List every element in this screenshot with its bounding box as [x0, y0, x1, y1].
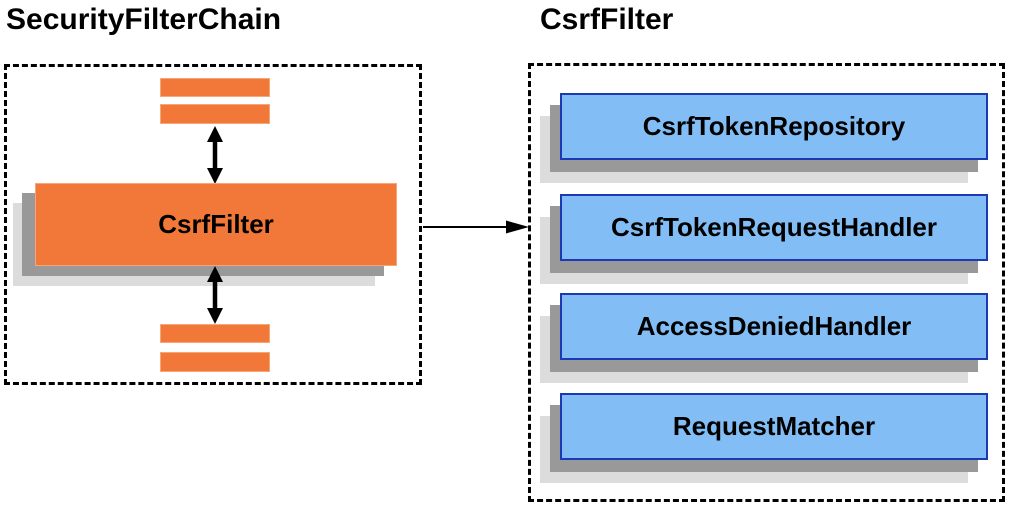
csrf-filter-container: [528, 63, 1005, 502]
component-card-label: CsrfTokenRepository: [642, 111, 906, 141]
component-card-group: CsrfTokenRequestHandler: [540, 194, 988, 284]
component-card-label: CsrfTokenRequestHandler: [610, 212, 938, 242]
component-card: AccessDeniedHandler: [560, 293, 988, 360]
flow-arrow-icon: [423, 220, 529, 234]
security-filter-chain-container: [4, 64, 422, 385]
component-card-group: RequestMatcher: [540, 393, 988, 483]
component-card: CsrfTokenRepository: [560, 93, 988, 160]
component-card-label: AccessDeniedHandler: [636, 311, 912, 341]
double-arrow-icon: [207, 266, 223, 324]
left-panel-title: SecurityFilterChain: [6, 3, 282, 36]
filter-bar: [160, 104, 270, 124]
filter-bar: [160, 352, 270, 372]
component-card-group: CsrfTokenRepository: [540, 93, 988, 183]
csrf-filter-box-label: CsrfFilter: [158, 209, 274, 239]
csrf-filter-box: CsrfFilter: [35, 183, 397, 266]
right-panel-title: CsrfFilter: [540, 3, 674, 36]
component-card: RequestMatcher: [560, 393, 988, 460]
filter-bar: [160, 324, 270, 343]
component-card-group: AccessDeniedHandler: [540, 293, 988, 383]
double-arrow-icon: [207, 126, 223, 184]
csrf-filter-card-group: CsrfFilter: [13, 183, 397, 287]
component-card: CsrfTokenRequestHandler: [560, 194, 988, 261]
filter-bar: [160, 78, 270, 97]
component-card-label: RequestMatcher: [672, 411, 876, 441]
